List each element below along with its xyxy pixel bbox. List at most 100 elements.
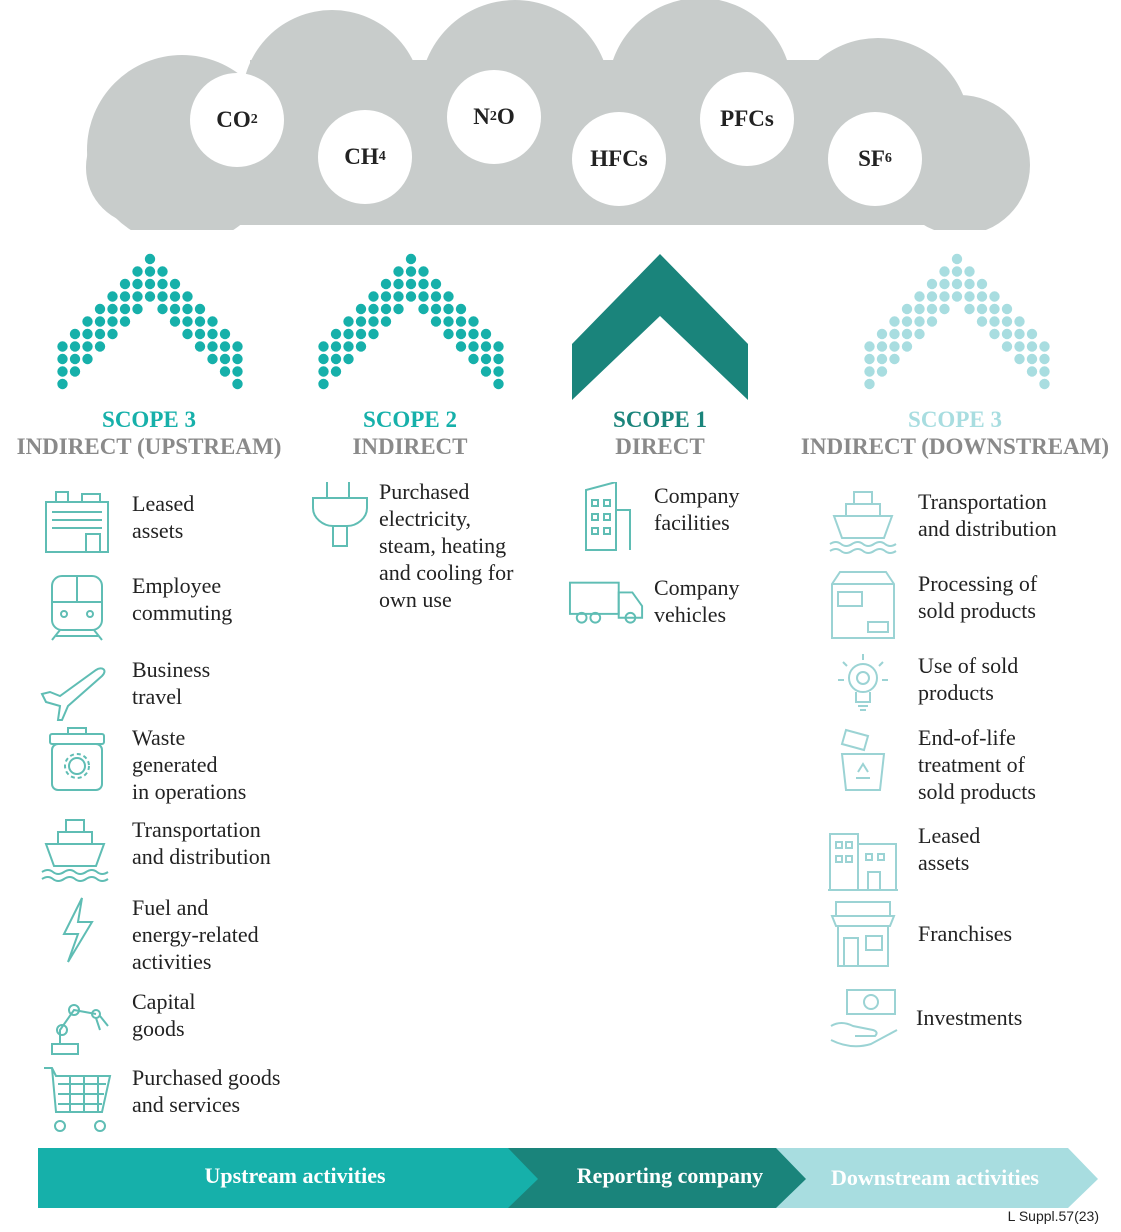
chevron-dot [182, 291, 193, 302]
chevron-dot [169, 303, 181, 315]
chevron-dot [901, 341, 913, 352]
chevron-dot [169, 291, 181, 302]
chevron-dot [232, 378, 243, 390]
chevron-dot [393, 291, 404, 302]
chevron-dot [405, 266, 417, 277]
chevron-dot [926, 278, 938, 290]
chevron-dot [493, 353, 504, 365]
money-hand-icon [830, 989, 898, 1048]
downstream-label-processing: Processing of sold products [918, 571, 1038, 623]
chevron-dot [157, 266, 168, 277]
chevron-dot [468, 353, 479, 365]
chevron-dot [430, 278, 442, 290]
lightning-icon [62, 897, 94, 963]
truck-icon [568, 581, 644, 624]
gas-hfcs: HFCs [572, 112, 666, 206]
chevron-dot [430, 291, 442, 302]
chevron-dot [480, 366, 492, 377]
downstream-item-investments: Investments [826, 982, 1022, 1052]
chevron-dot [901, 303, 913, 315]
chevron-dot [939, 303, 950, 315]
chevron-dot [355, 303, 367, 315]
chevron-dot [144, 266, 156, 277]
upstream-item-purchased-goods: Purchased goods and services [42, 1064, 280, 1134]
chevron-dot [232, 366, 243, 377]
chevron-dot [219, 328, 231, 340]
chevron-dot [1001, 341, 1013, 352]
scope1-solid-chevron [572, 254, 748, 400]
building-icon [585, 482, 631, 551]
chevron-dot [405, 253, 417, 265]
chevron-dot [455, 341, 467, 352]
downstream-item-use: Use of sold products [828, 652, 1018, 722]
airplane-icon [40, 667, 106, 721]
chevron-dot [468, 328, 479, 340]
chevron-dot [405, 278, 417, 290]
chevron-dot [144, 253, 156, 265]
chevron-dot [443, 291, 454, 302]
chevron-dot [343, 353, 354, 365]
upstream-item-waste: Waste generated in operations [42, 724, 246, 805]
chevron-dot [951, 266, 963, 277]
chevron-dot [57, 378, 68, 390]
chevron-dot [194, 341, 206, 352]
ship-icon [41, 819, 109, 882]
upstream-item-business-travel: Business travel [38, 656, 210, 726]
chevron-dot [976, 303, 988, 315]
ship-icon [829, 491, 897, 554]
chevron-dot [976, 278, 988, 290]
chevron-dot [157, 303, 168, 315]
chevron-dot [132, 291, 143, 302]
chevron-dot [94, 328, 106, 340]
chevron-dot [1039, 341, 1050, 352]
chevron-dot [355, 328, 367, 340]
chevron-dot [889, 328, 900, 340]
chevron-dot [480, 328, 492, 340]
upstream-label-transportation: Transportation and distribution [132, 817, 271, 869]
chevron-dot [132, 303, 143, 315]
chevron-dot [989, 328, 1000, 340]
chevron-dot [94, 303, 106, 315]
chevron-dot [355, 341, 367, 352]
chevron-dot [443, 303, 454, 315]
scope3-downstream-dotted-chevron [864, 253, 1050, 390]
chevron-dot [330, 366, 342, 377]
chevron-dot [82, 328, 93, 340]
chevron-dot [330, 328, 342, 340]
chevron-dot [82, 316, 93, 327]
chevron-dot [182, 328, 193, 340]
chevron-dot [194, 303, 206, 315]
chevron-dot [864, 366, 875, 377]
chevron-dot [144, 278, 156, 290]
chevron-dot [468, 341, 479, 352]
chevron-dot [57, 341, 68, 352]
chevron-dot [951, 291, 963, 302]
chevron-dot [926, 303, 938, 315]
chevron-dot [380, 278, 392, 290]
chevron-dot [418, 303, 429, 315]
chevron-dot [876, 328, 888, 340]
chevron-dot [393, 278, 404, 290]
gas-pfcs: PFCs [700, 72, 794, 166]
chevron-dot [57, 366, 68, 377]
chevron-dot [207, 316, 218, 327]
downstream-label-use: Use of sold products [918, 653, 1019, 705]
chevron-dot [182, 303, 193, 315]
chevron-dot [989, 316, 1000, 327]
scope3-upstream-heading: SCOPE 3 INDIRECT (UPSTREAM) [0, 406, 298, 460]
chevron-dot [455, 316, 467, 327]
chevron-dot [418, 266, 429, 277]
chevron-dot [318, 353, 329, 365]
chevron-dot [219, 353, 231, 365]
chevron-dot [926, 291, 938, 302]
downstream-label-investments: Investments [916, 1005, 1023, 1030]
shopping-cart-icon [44, 1067, 112, 1132]
chevron-dot [1014, 341, 1025, 352]
downstream-label-franchises: Franchises [918, 921, 1013, 946]
upstream-item-leased-assets: Leased assets [42, 490, 194, 560]
chevron-dot [876, 341, 888, 352]
reporting-company-label: Reporting company [576, 1163, 764, 1188]
chevron-dot [480, 353, 492, 365]
